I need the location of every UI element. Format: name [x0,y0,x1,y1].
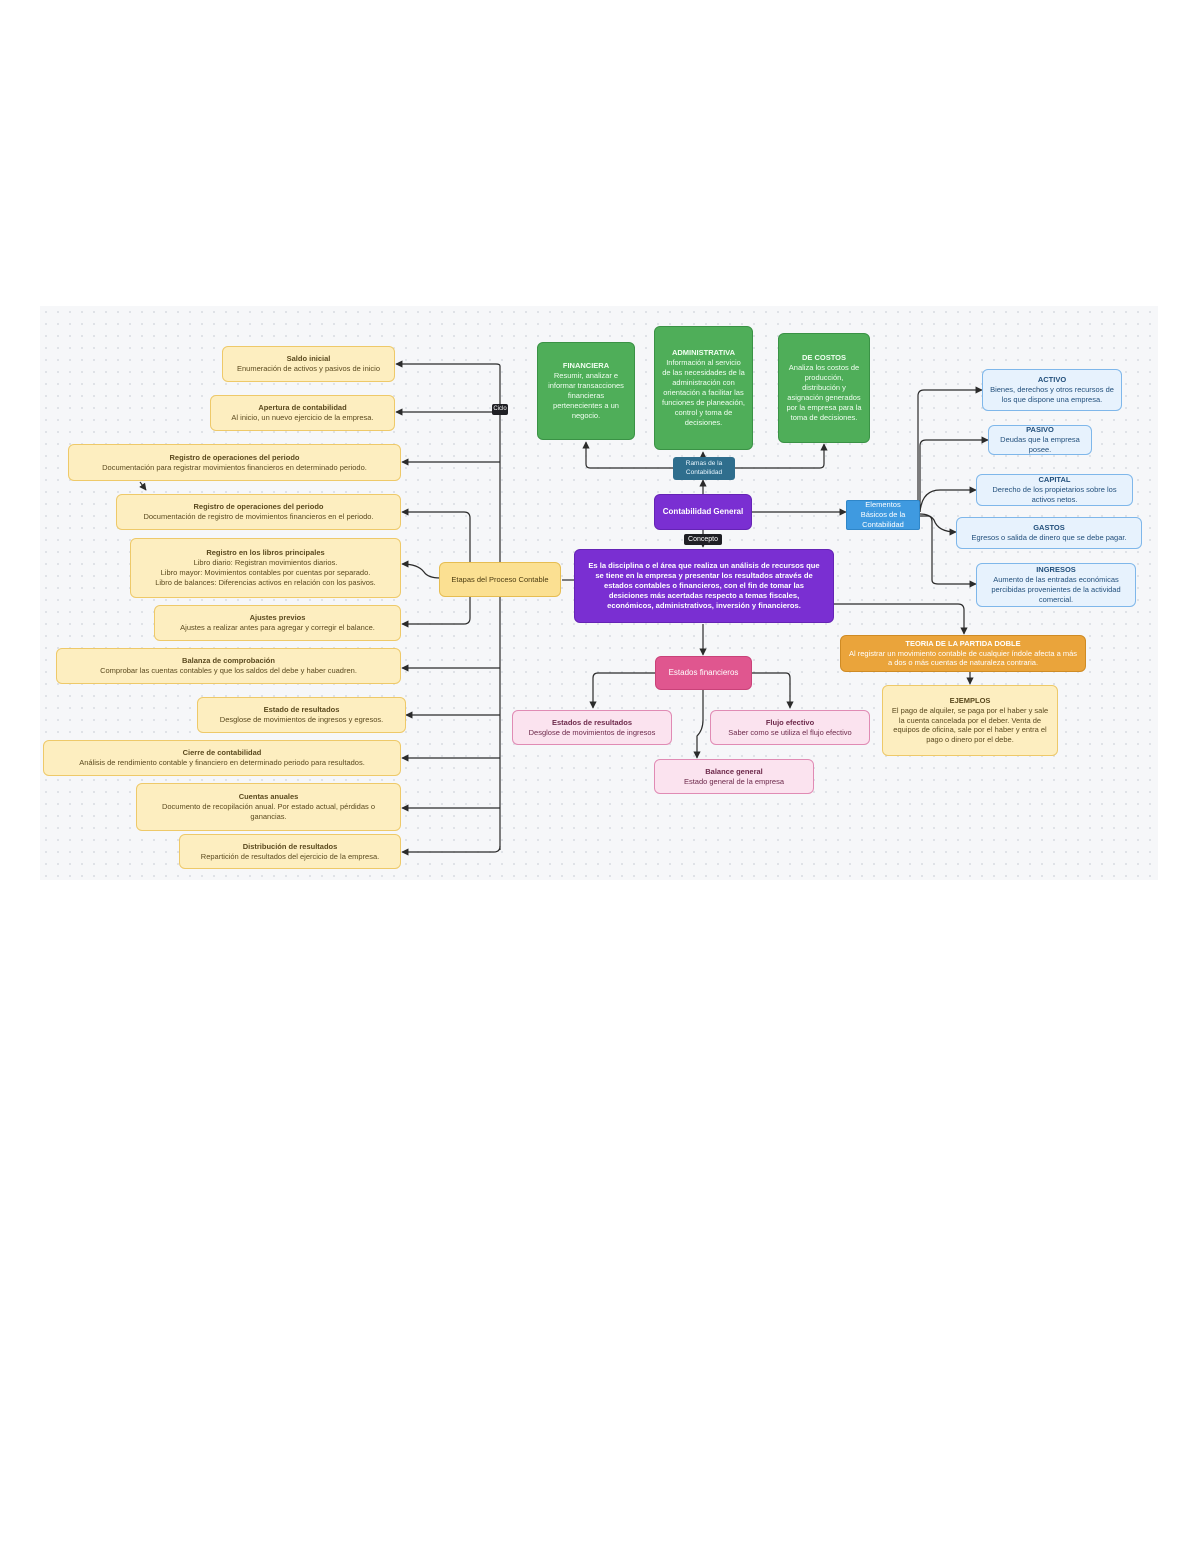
definition-box[interactable]: Es la disciplina o el área que realiza u… [574,549,834,623]
cycle-step-6[interactable]: Ajustes previos Ajustes a realizar antes… [154,605,401,641]
cycle-step-9[interactable]: Cierre de contabilidad Análisis de rendi… [43,740,401,776]
cycle-step-3-text: Documentación para registrar movimientos… [102,462,367,472]
double-entry-title: TEORIA DE LA PARTIDA DOBLE [905,638,1021,648]
element-ingresos-text: Aumento de las entradas económicas perci… [991,575,1121,604]
cycle-step-10-title: Cuentas anuales [238,792,299,802]
type-financiera[interactable]: FINANCIERA Resumir, analizar e informar … [537,342,635,440]
double-entry-box[interactable]: TEORIA DE LA PARTIDA DOBLE Al registrar … [840,635,1086,672]
type-costos-text: Analiza los costos de producción, distri… [786,363,862,422]
cycle-step-6-title: Ajustes previos [249,613,306,623]
statements-box[interactable]: Estados financieros [655,656,752,690]
type-administrativa-text: Información al servicio de las necesidad… [662,358,745,427]
type-administrativa-title: ADMINISTRATIVA [671,348,736,358]
cycle-step-2-title: Apertura de contabilidad [258,403,347,413]
statement-flujo-title: Flujo efectivo [765,717,815,727]
statement-flujo[interactable]: Flujo efectivo Saber como se utiliza el … [710,710,870,745]
statement-resultados-title: Estados de resultados [551,717,633,727]
cycle-step-1-text: Enumeración de activos y pasivos de inic… [237,364,380,373]
double-entry-text: Al registrar un movimiento contable de c… [848,648,1078,668]
element-gastos-text: Egresos o salida de dinero que se debe p… [971,533,1127,542]
ramas-tag: Ramas de la Contabilidad [673,457,735,480]
cycle-step-1-title: Saldo inicial [286,354,331,364]
type-financiera-text: Resumir, analizar e informar transaccion… [548,371,624,420]
concept-tag: Concepto [684,534,722,545]
cycle-label[interactable]: Etapas del Proceso Contable [439,562,561,597]
cycle-step-10[interactable]: Cuentas anuales Documento de recopilació… [136,783,401,831]
central-topic[interactable]: Contabilidad General [654,494,752,530]
cycle-step-3-title: Registro de operaciones del periodo [169,452,300,462]
element-activo-text: Bienes, derechos y otros recursos de los… [990,385,1114,404]
cycle-step-8-title: Estado de resultados [263,705,340,715]
type-costos[interactable]: DE COSTOS Analiza los costos de producci… [778,333,870,443]
cycle-step-8[interactable]: Estado de resultados Desglose de movimie… [197,697,406,733]
central-topic-label: Contabilidad General [662,506,744,516]
cycle-step-11-title: Distribución de resultados [242,841,338,851]
examples-title: EJEMPLOS [949,695,991,705]
statement-resultados[interactable]: Estados de resultados Desglose de movimi… [512,710,672,745]
cycle-step-5-title: Registro en los libros principales [206,548,325,558]
element-pasivo[interactable]: PASIVO Deudas que la empresa posee. [988,425,1092,455]
concept-tag-label: Concepto [688,535,718,543]
type-financiera-title: FINANCIERA [562,361,610,371]
cycle-step-8-text: Desglose de movimientos de ingresos y eg… [219,715,384,724]
element-pasivo-title: PASIVO [1026,425,1054,435]
element-activo[interactable]: ACTIVO Bienes, derechos y otros recursos… [982,369,1122,411]
cycle-step-11-text: Repartición de resultados del ejercicio … [200,851,380,861]
statement-flujo-text: Saber como se utiliza el flujo efectivo [728,727,852,737]
cycle-step-2-text: Al inicio, un nuevo ejercicio de la empr… [231,413,374,422]
cycle-tag: Ciclo [492,404,508,415]
cycle-step-4-text: Documentación de registro de movimientos… [143,512,374,521]
cycle-step-2[interactable]: Apertura de contabilidad Al inicio, un n… [210,395,395,431]
statement-resultados-text: Desglose de movimientos de ingresos [528,727,656,737]
statements-title: Estados financieros [668,667,739,677]
examples-box[interactable]: EJEMPLOS El pago de alquiler, se paga po… [882,685,1058,756]
element-ingresos[interactable]: INGRESOS Aumento de las entradas económi… [976,563,1136,607]
examples-text: El pago de alquiler, se paga por el habe… [891,705,1049,745]
element-gastos[interactable]: GASTOS Egresos o salida de dinero que se… [956,517,1142,549]
elements-label-text: Elementos Básicos de la Contabilidad [860,500,906,529]
cycle-step-4[interactable]: Registro de operaciones del periodo Docu… [116,494,401,530]
cycle-step-11[interactable]: Distribución de resultados Repartición d… [179,834,401,869]
cycle-label-text: Etapas del Proceso Contable [451,574,549,584]
cycle-step-5-text: Libro diario: Registran movimientos diar… [155,558,376,587]
elements-label[interactable]: Elementos Básicos de la Contabilidad [846,500,920,530]
element-capital[interactable]: CAPITAL Derecho de los propietarios sobr… [976,474,1133,506]
ramas-tag-label: Ramas de la Contabilidad [685,459,723,476]
cycle-step-9-title: Cierre de contabilidad [182,748,262,758]
statement-balance-text: Estado general de la empresa [683,776,785,786]
element-capital-title: CAPITAL [1038,475,1071,485]
cycle-step-4-title: Registro de operaciones del periodo [193,502,324,512]
type-administrativa[interactable]: ADMINISTRATIVA Información al servicio d… [654,326,753,450]
statement-balance[interactable]: Balance general Estado general de la emp… [654,759,814,794]
type-costos-title: DE COSTOS [801,353,847,363]
cycle-step-1[interactable]: Saldo inicial Enumeración de activos y p… [222,346,395,382]
cycle-step-7-text: Comprobar las cuentas contables y que lo… [100,666,357,675]
element-gastos-title: GASTOS [1033,523,1065,533]
cycle-step-5[interactable]: Registro en los libros principales Libro… [130,538,401,598]
cycle-step-9-text: Análisis de rendimiento contable y finan… [79,758,365,767]
cycle-step-7-title: Balanza de comprobación [182,656,275,666]
cycle-step-3[interactable]: Registro de operaciones del periodo Docu… [68,444,401,481]
element-ingresos-title: INGRESOS [1036,565,1076,575]
definition-text: Es la disciplina o el área que realiza u… [588,560,820,611]
cycle-step-7[interactable]: Balanza de comprobación Comprobar las cu… [56,648,401,684]
element-pasivo-text: Deudas que la empresa posee. [1000,435,1080,454]
cycle-tag-label: Ciclo [493,405,507,412]
element-activo-title: ACTIVO [1037,375,1067,385]
cycle-step-6-text: Ajustes a realizar antes para agregar y … [180,623,375,632]
cycle-step-10-text: Documento de recopilación anual. Por est… [161,802,376,821]
statement-balance-title: Balance general [705,766,763,776]
element-capital-text: Derecho de los propietarios sobre los ac… [992,485,1117,504]
